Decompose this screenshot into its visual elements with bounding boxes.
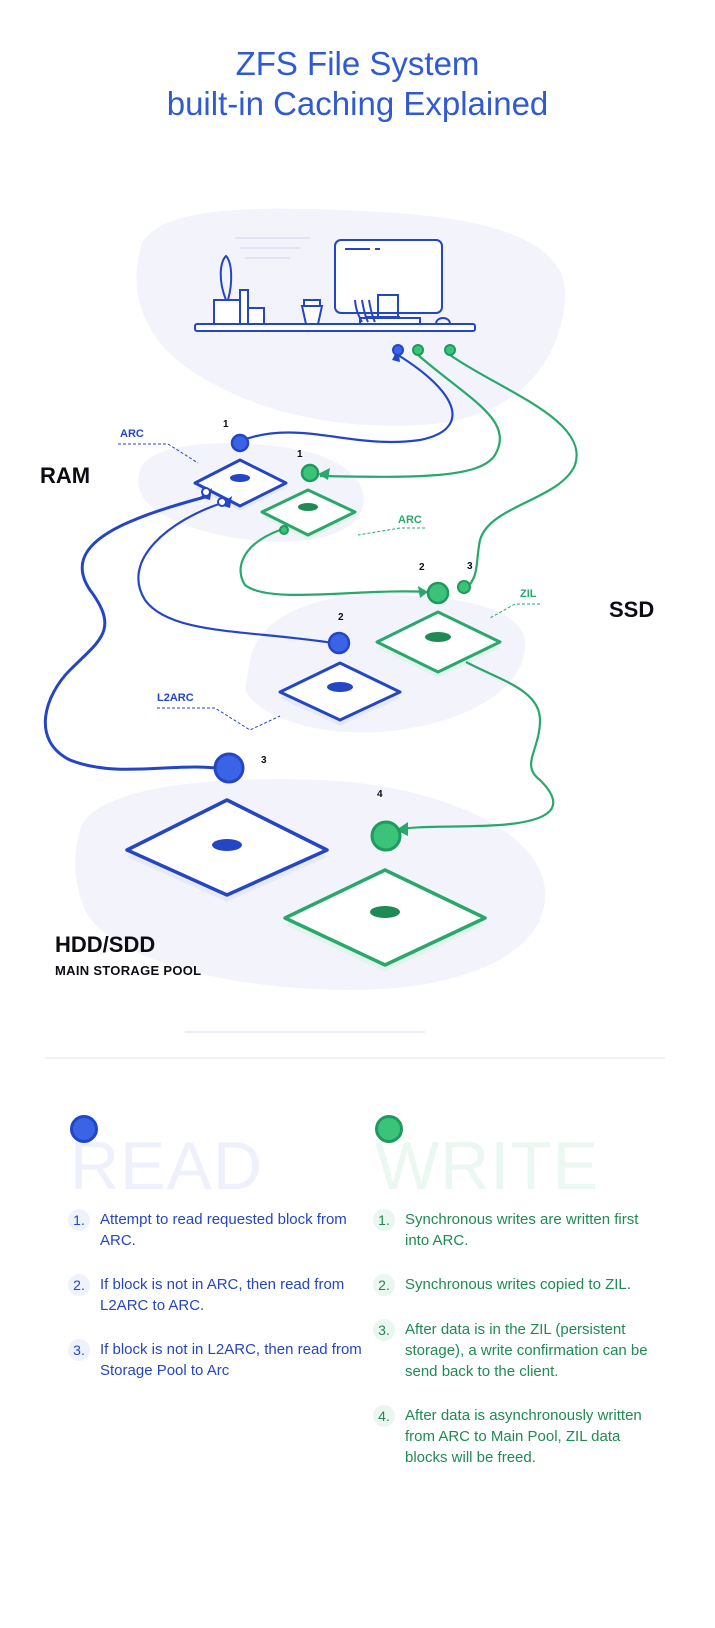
zil-label: ZIL — [520, 588, 537, 600]
arrow-head-pool-write — [396, 822, 408, 836]
title-line-1: ZFS File System — [235, 45, 480, 82]
pool-read-block — [125, 798, 329, 902]
read-marker-2-dot — [327, 631, 351, 655]
write-marker-3-dot — [457, 580, 471, 594]
cache-bg-blob — [245, 594, 526, 733]
ram-write-connector — [279, 525, 289, 535]
client-write-port-b — [444, 344, 456, 356]
read-step: 3. If block is not in L2ARC, then read fr… — [68, 1339, 370, 1381]
tier-label-ssd: SSD — [609, 597, 655, 622]
read-step: 1. Attempt to read requested block from A… — [68, 1209, 370, 1251]
tier-sublabel-main-pool: MAIN STORAGE POOL — [55, 963, 202, 978]
write-marker-4-dot — [370, 820, 402, 852]
write-step-text: Synchronous writes copied to ZIL. — [405, 1276, 631, 1293]
arc-write-label: ARC — [398, 514, 422, 526]
write-step-number: 4. — [373, 1405, 395, 1427]
tier-label-ram: RAM — [40, 463, 91, 488]
read-marker-1: 1 — [223, 419, 229, 430]
arrow-head-ram-write — [318, 468, 330, 480]
write-step-text: After data is asynchronously written fro… — [405, 1407, 642, 1466]
read-step-text: If block is not in L2ARC, then read from… — [100, 1341, 362, 1379]
ram-read-connector-a — [201, 487, 211, 497]
tier-label-hdd: HDD/SDD — [55, 932, 156, 957]
read-step-number: 1. — [68, 1209, 90, 1231]
write-step-text: After data is in the ZIL (persistent sto… — [405, 1321, 648, 1380]
write-step: 4. After data is asynchronously written f… — [373, 1405, 665, 1468]
read-marker-3: 3 — [261, 755, 267, 766]
read-step-number: 2. — [68, 1274, 90, 1296]
write-marker-3: 3 — [467, 561, 473, 572]
client-read-port — [392, 344, 404, 356]
ram-read-connector-b — [217, 497, 227, 507]
write-marker-2-dot — [426, 581, 450, 605]
write-heading: WRITE — [375, 1128, 600, 1204]
write-step: 1. Synchronous writes are written first i… — [373, 1209, 665, 1251]
ram-write-block — [260, 488, 357, 540]
write-flow-lines — [239, 354, 578, 832]
read-step: 2. If block is not in ARC, then read from… — [68, 1274, 370, 1316]
write-marker-1: 1 — [297, 449, 303, 460]
read-step-text: Attempt to read requested block from ARC… — [100, 1211, 347, 1249]
pool-write-block — [283, 868, 487, 972]
read-marker-3-dot — [213, 752, 245, 784]
pool-bg-blob — [75, 779, 546, 990]
arc-read-label: ARC — [120, 428, 144, 440]
write-step: 2. Synchronous writes copied to ZIL. — [373, 1274, 665, 1296]
write-step-number: 3. — [373, 1319, 395, 1341]
read-step-number: 3. — [68, 1339, 90, 1361]
page-title: ZFS File System built-in Caching Explain… — [0, 44, 715, 124]
l2arc-label: L2ARC — [157, 692, 194, 704]
ssd-l2arc-block — [278, 661, 402, 726]
title-line-2: built-in Caching Explained — [166, 85, 549, 122]
write-step-text: Synchronous writes are written first int… — [405, 1211, 639, 1249]
write-marker-4: 4 — [377, 789, 383, 800]
write-marker-2: 2 — [419, 562, 425, 573]
read-step-text: If block is not in ARC, then read from L… — [100, 1276, 345, 1314]
arrow-head-zil — [418, 586, 428, 598]
read-legend-dot-icon — [70, 1115, 98, 1143]
read-flow-lines — [43, 354, 454, 772]
client-write-port-a — [412, 344, 424, 356]
write-marker-1-dot — [300, 463, 320, 483]
ssd-zil-block — [375, 610, 502, 678]
client-bg-blob — [136, 208, 566, 426]
client-computer-icon — [194, 237, 476, 332]
write-step-number: 1. — [373, 1209, 395, 1231]
write-step-number: 2. — [373, 1274, 395, 1296]
write-legend-dot-icon — [375, 1115, 403, 1143]
read-steps: 1. Attempt to read requested block from A… — [68, 1209, 370, 1404]
write-steps: 1. Synchronous writes are written first i… — [373, 1209, 665, 1491]
caching-diagram: 1 1 2 3 2 3 4 ARC ARC ZIL L2ARC — [43, 208, 665, 1059]
read-marker-1-dot — [230, 433, 250, 453]
read-marker-2: 2 — [338, 612, 344, 623]
write-step: 3. After data is in the ZIL (persistent s… — [373, 1319, 665, 1382]
read-heading: READ — [70, 1128, 263, 1204]
